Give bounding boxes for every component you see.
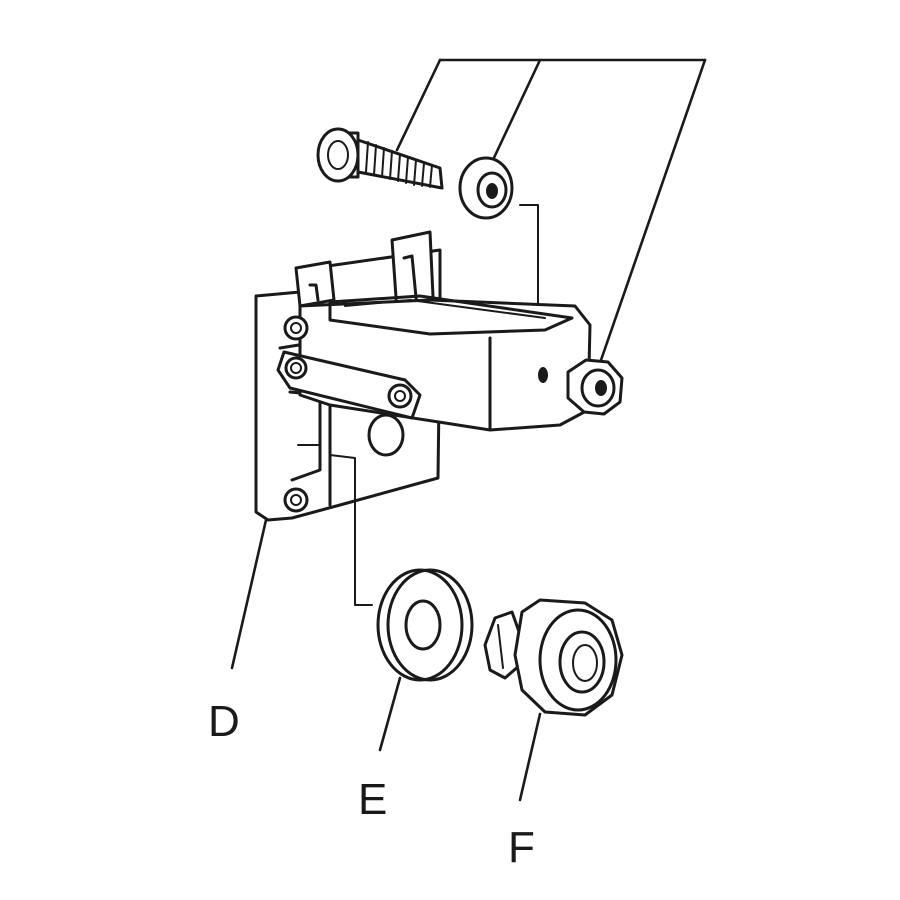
- bracket: [254, 230, 592, 522]
- label-d: D: [208, 697, 240, 746]
- leader-f: [518, 712, 542, 802]
- leader-e: [378, 676, 402, 752]
- fastener-group-bracket: [395, 58, 707, 365]
- leader-d: [230, 518, 268, 670]
- alignment-line-bottom: [329, 454, 373, 606]
- screw: [316, 127, 444, 190]
- alignment-line-top: [519, 204, 539, 311]
- label-e: E: [358, 775, 388, 824]
- side-nut: [566, 358, 624, 416]
- label-f: F: [508, 823, 535, 872]
- bushing-nut: [483, 598, 624, 717]
- large-washer: [376, 568, 474, 682]
- small-washer: [458, 156, 514, 220]
